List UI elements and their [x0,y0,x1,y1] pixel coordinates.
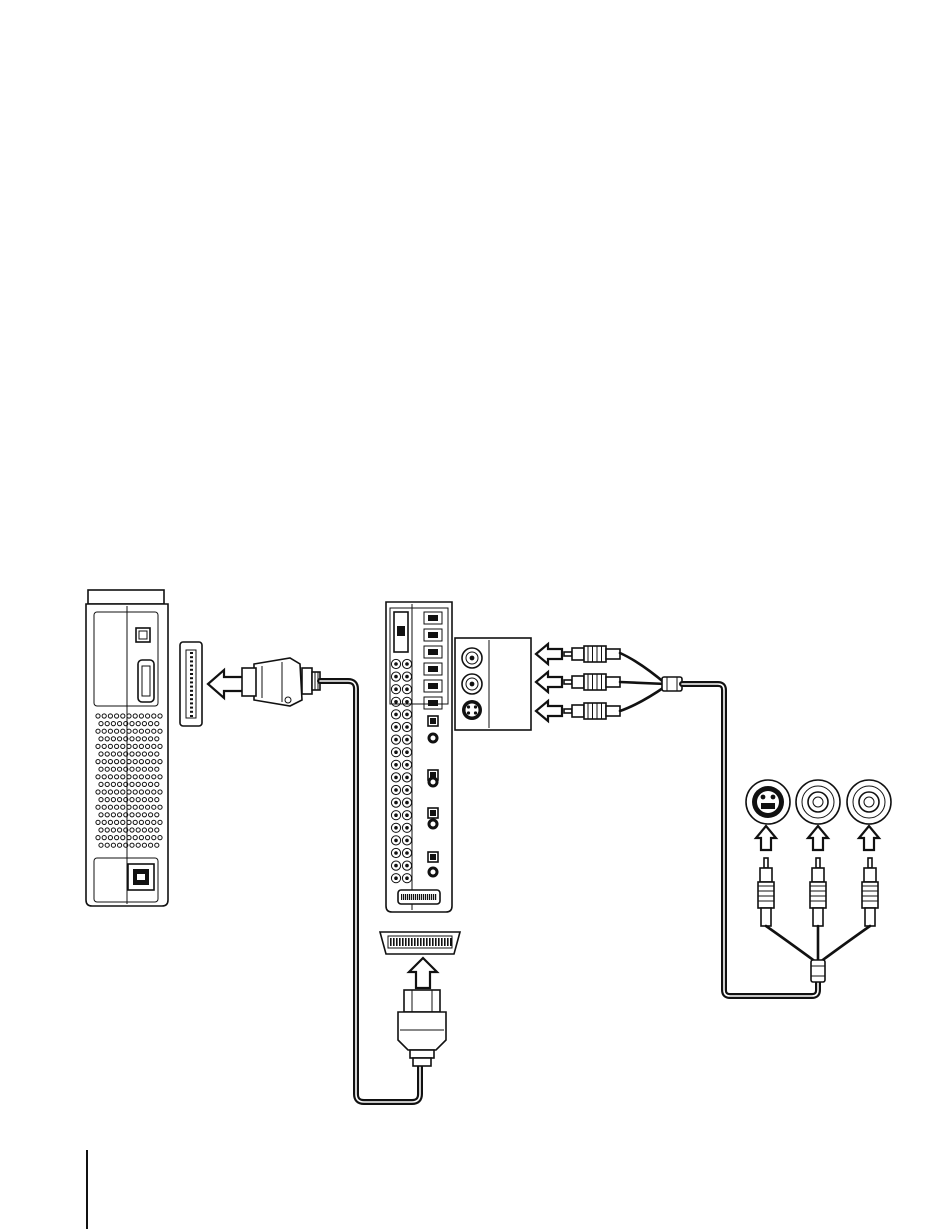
arrow-up-icon [756,826,776,850]
av-plug-icon [398,990,446,1066]
arrow-left-icon [536,672,562,692]
arrow-up-icon [859,826,879,850]
arrow-up-icon [808,826,828,850]
arrow-left-icon [208,670,246,698]
rca-plug-icon [564,646,620,719]
game-console-rear-icon [86,590,168,906]
arrow-left-icon [536,701,562,721]
s-video-composite-input-jacks-icon [455,638,531,730]
page-margin-rule [86,1150,88,1229]
s-video-jack-icon [746,780,790,824]
av-multi-out-connector-icon [180,642,202,726]
composite-jack-icon [796,780,840,824]
rca-plug-icon [758,858,878,926]
av-plug-icon [242,658,320,706]
av-receiver-rear-panel-icon [386,602,452,912]
arrow-up-icon [409,958,437,988]
arrow-left-icon [536,644,562,664]
scart-connector-icon [380,932,460,954]
composite-jack-icon [847,780,891,824]
